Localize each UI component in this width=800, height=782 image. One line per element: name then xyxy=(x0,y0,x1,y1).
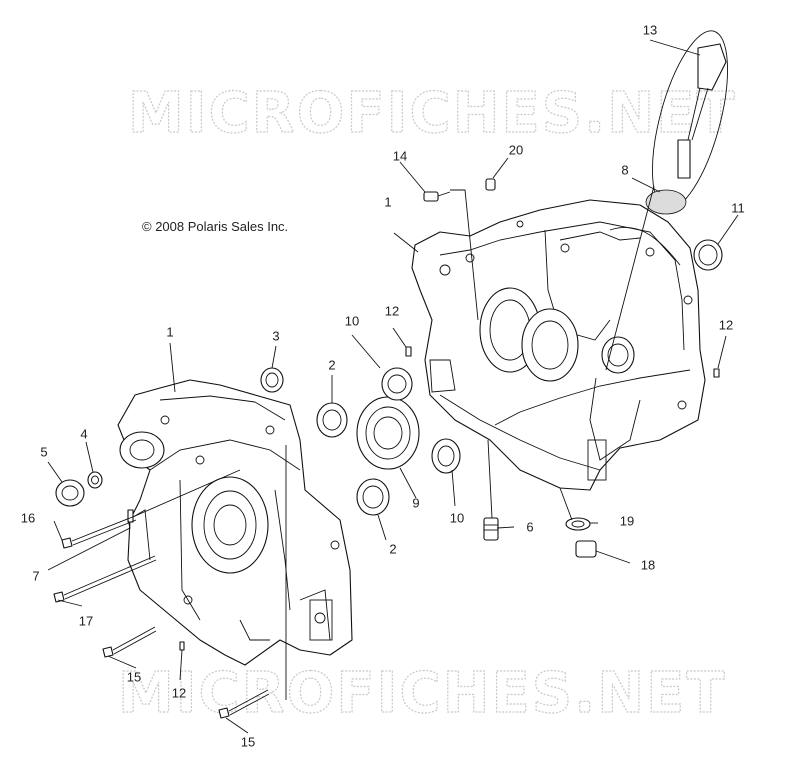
plug-18 xyxy=(575,540,597,558)
callout-5: 5 xyxy=(40,444,47,459)
callout-20: 20 xyxy=(509,142,523,157)
seal-5 xyxy=(55,479,85,507)
bearing-10-lower xyxy=(431,438,461,474)
bearing-2-upper xyxy=(316,402,348,438)
callout-8: 8 xyxy=(621,162,628,177)
dowel-7 xyxy=(127,509,134,523)
seal-11 xyxy=(693,239,723,271)
seal-4 xyxy=(87,471,103,489)
bolt-17 xyxy=(53,555,157,603)
callout-15-upper: 15 xyxy=(127,669,141,684)
bearing-9 xyxy=(356,396,420,470)
washer-19 xyxy=(565,517,591,531)
callout-16: 16 xyxy=(21,510,35,525)
callout-12-upper: 12 xyxy=(385,303,399,318)
copyright-notice: © 2008 Polaris Sales Inc. xyxy=(142,219,288,234)
callout-14: 14 xyxy=(393,148,407,163)
callout-1-left: 1 xyxy=(166,324,173,339)
bolt-15-lower xyxy=(218,689,270,719)
bearing-10-upper xyxy=(381,367,413,401)
bearing-2-lower xyxy=(356,478,390,516)
callout-9: 9 xyxy=(412,495,419,510)
left-crankcase-half xyxy=(117,379,353,666)
bolt-15-upper xyxy=(102,626,157,658)
callout-15-lower: 15 xyxy=(241,734,255,749)
watermark-bottom: MICROFICHES.NET xyxy=(118,661,727,726)
callout-7: 7 xyxy=(32,568,39,583)
callout-6: 6 xyxy=(526,519,533,534)
callout-10-upper: 10 xyxy=(345,313,359,328)
bolt-14 xyxy=(423,191,451,202)
callout-labels: 13 8 11 20 14 1 12 12 10 9 10 6 19 18 1 … xyxy=(21,22,745,749)
callout-4: 4 xyxy=(80,426,87,441)
callout-10-lower: 10 xyxy=(450,510,464,525)
callout-11: 11 xyxy=(731,200,745,215)
dowel-12-lower xyxy=(179,641,185,651)
callout-18: 18 xyxy=(641,557,655,572)
dowel-12-upper xyxy=(405,346,412,357)
bearing-3 xyxy=(260,367,284,393)
callout-2-lower: 2 xyxy=(389,541,396,556)
callout-17: 17 xyxy=(79,613,93,628)
callout-1-right: 1 xyxy=(384,194,391,209)
leader-lines xyxy=(47,39,739,734)
callout-12-lower: 12 xyxy=(172,685,186,700)
bolt-16 xyxy=(61,515,137,549)
callout-2-upper: 2 xyxy=(328,357,335,372)
dipstick-13 xyxy=(645,30,728,215)
callout-3: 3 xyxy=(272,328,279,343)
dowel-12-right xyxy=(713,368,720,378)
plug-6 xyxy=(483,517,499,541)
dowel-20 xyxy=(485,178,496,191)
watermark-top: MICROFICHES.NET xyxy=(128,81,737,146)
callout-13: 13 xyxy=(643,22,657,37)
callout-19: 19 xyxy=(620,513,634,528)
callout-12-right: 12 xyxy=(719,317,733,332)
